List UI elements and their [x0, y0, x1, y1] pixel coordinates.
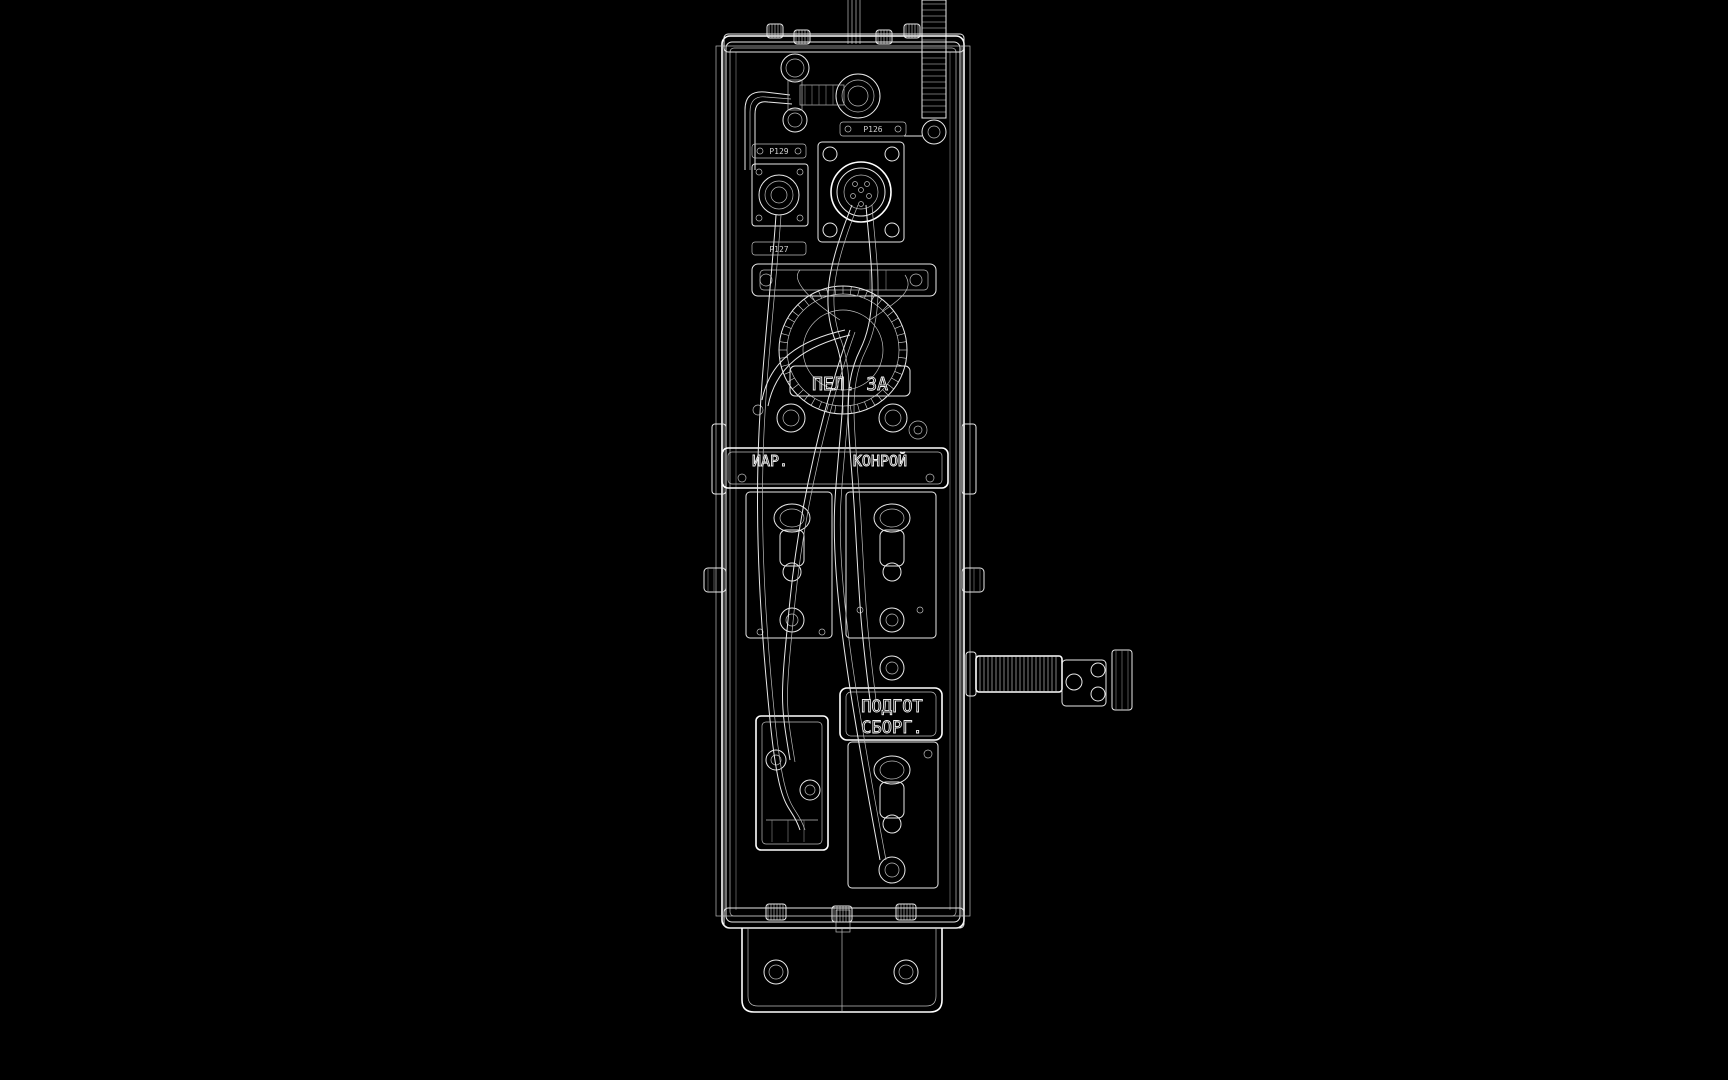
label-strip-middle: ИАР. КОНРОЙ — [721, 447, 949, 489]
connector-large — [817, 141, 905, 243]
plate-p127-label: P127 — [769, 245, 788, 254]
top-bolts — [766, 23, 921, 45]
top-cable-right — [921, 0, 947, 119]
plate-p126: P126 — [839, 121, 907, 137]
marking-lower-line1: ПОДГОТ — [861, 697, 922, 717]
plate-p126-label: P126 — [863, 125, 882, 134]
plate-p129-label: P129 — [769, 147, 788, 156]
marking-middle-right: КОНРОЙ — [853, 451, 907, 470]
toggle-switch-right — [845, 491, 937, 639]
toggle-switch-lower — [847, 741, 939, 889]
bracket-upper — [751, 263, 937, 297]
knob-row-1 — [752, 403, 928, 440]
label-plate-lower: ПОДГОТ СБОРГ. — [839, 655, 943, 741]
switch-box-lower-left — [755, 715, 829, 851]
connector-small — [751, 163, 809, 227]
right-top-fitting — [904, 119, 947, 145]
plate-p129: P129 — [751, 143, 807, 159]
hose-coil — [744, 53, 881, 170]
top-cable-left — [847, 0, 861, 44]
side-hinges — [703, 423, 985, 593]
mounting-plate — [741, 909, 943, 1013]
side-lever-arm — [965, 649, 1133, 711]
marking-middle-left: ИАР. — [752, 452, 788, 470]
marking-lower-line2: СБОРГ. — [861, 718, 922, 738]
cable-harness — [757, 204, 909, 861]
bottom-bolts — [765, 903, 917, 923]
